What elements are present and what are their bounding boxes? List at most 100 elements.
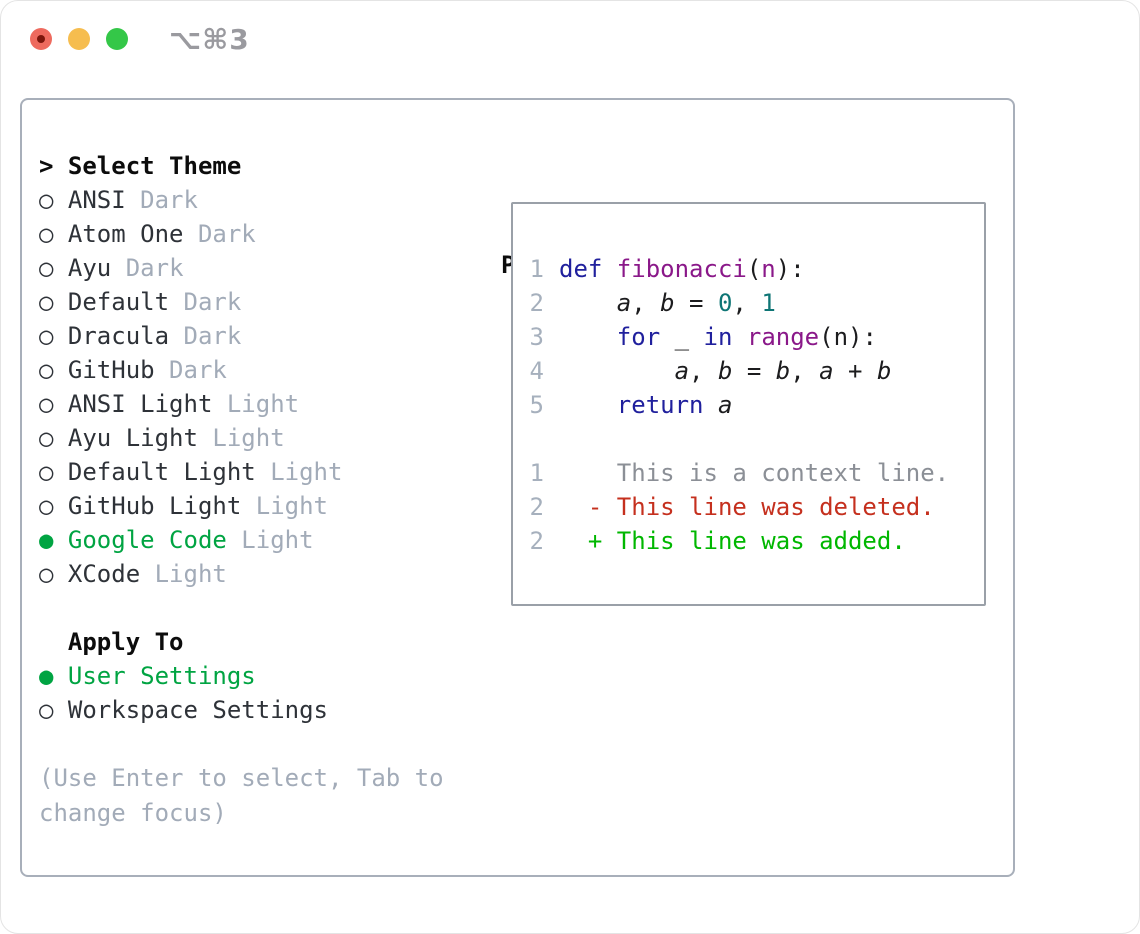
code-token: a (717, 391, 733, 419)
code-token: a (674, 357, 690, 385)
theme-option[interactable]: ○ Dracula Dark (39, 319, 459, 353)
code-token: b (717, 357, 733, 385)
radio-icon: ○ (39, 186, 68, 214)
diff-preview: 1 This is a context line.2 - This line w… (529, 456, 984, 558)
theme-variant: Light (212, 390, 300, 418)
code-token: n (761, 255, 776, 283)
apply-to-option[interactable]: ○ Workspace Settings (39, 693, 459, 727)
theme-option[interactable]: ○ Atom One Dark (39, 217, 459, 251)
select-theme-label: Select Theme (67, 152, 242, 180)
theme-variant: Light (140, 560, 227, 588)
code-token: ): (775, 255, 805, 283)
diff-text: - This line was deleted. (559, 493, 935, 521)
line-number: 5 (529, 391, 544, 419)
theme-option[interactable]: ○ ANSI Light Light (39, 387, 459, 421)
code-token: b (660, 289, 675, 317)
radio-selected-icon: ● (39, 662, 68, 690)
radio-selected-icon: ● (39, 526, 68, 554)
theme-variant: Dark (125, 186, 198, 214)
theme-name: ANSI (67, 186, 126, 214)
code-text: for _ in range(n): (559, 320, 877, 354)
theme-name: Google Code (67, 526, 227, 554)
theme-option[interactable]: ○ ANSI Dark (39, 183, 459, 217)
radio-icon: ○ (39, 424, 68, 452)
code-token: range (746, 323, 820, 351)
code-token: (n): (819, 323, 877, 351)
theme-name: Default Light (67, 458, 256, 486)
theme-option[interactable]: ○ GitHub Light Light (39, 489, 459, 523)
theme-option[interactable]: ● Google Code Light (39, 523, 459, 557)
code-token: b (876, 357, 892, 385)
line-number: 1 (529, 255, 544, 283)
minimize-button[interactable] (68, 28, 90, 50)
theme-option[interactable]: ○ XCode Light (39, 557, 459, 591)
theme-option[interactable]: ○ GitHub Dark (39, 353, 459, 387)
spacer (39, 727, 459, 761)
code-token (704, 391, 718, 419)
code-token: for (616, 323, 661, 351)
code-token: a (616, 289, 632, 317)
theme-name: Ayu Light (67, 424, 198, 452)
theme-option[interactable]: ○ Default Light Light (39, 455, 459, 489)
code-token (559, 357, 675, 385)
spacer (39, 591, 459, 625)
theme-option[interactable]: ○ Ayu Dark (39, 251, 459, 285)
apply-to-option-label: User Settings (67, 662, 256, 690)
line-number: 3 (529, 323, 544, 351)
code-text: a, b = 0, 1 (559, 286, 776, 320)
apply-to-label: Apply To (67, 628, 184, 656)
code-token: 0 (717, 289, 733, 317)
theme-picker-panel: > Select Theme ○ ANSI Dark○ Atom One Dar… (20, 98, 1015, 877)
line-number: 4 (529, 357, 544, 385)
close-button[interactable] (30, 28, 52, 50)
theme-variant: Dark (169, 288, 242, 316)
theme-name: Dracula (67, 322, 170, 350)
theme-name: Default (67, 288, 170, 316)
theme-variant: Light (197, 424, 285, 452)
apply-to-header: Apply To (39, 625, 459, 659)
radio-icon: ○ (39, 492, 68, 520)
spacer (529, 422, 984, 456)
theme-variant: Dark (169, 322, 242, 350)
line-number: 1 (529, 459, 544, 487)
theme-variant: Dark (111, 254, 184, 282)
code-token: , (631, 289, 661, 317)
code-token: b (775, 357, 791, 385)
code-token (559, 391, 617, 419)
apply-to-option[interactable]: ● User Settings (39, 659, 459, 693)
code-token: + (833, 357, 877, 385)
theme-list: ○ ANSI Dark○ Atom One Dark○ Ayu Dark○ De… (39, 183, 459, 591)
code-text: return a (559, 388, 733, 422)
theme-list-column: > Select Theme ○ ANSI Dark○ Atom One Dar… (39, 149, 459, 831)
diff-line-context: 1 This is a context line. (529, 456, 984, 490)
code-token (559, 289, 617, 317)
code-token: , (689, 357, 718, 385)
code-token: in (703, 323, 733, 351)
line-number: 2 (529, 493, 544, 521)
code-line: 2 a, b = 0, 1 (529, 286, 984, 320)
radio-icon: ○ (39, 696, 68, 724)
code-token (732, 323, 746, 351)
diff-text: This is a context line. (559, 459, 950, 487)
theme-option[interactable]: ○ Default Dark (39, 285, 459, 319)
radio-icon: ○ (39, 288, 68, 316)
code-line: 4 a, b = b, a + b (529, 354, 984, 388)
code-line: 3 for _ in range(n): (529, 320, 984, 354)
code-text: def fibonacci(n): (559, 252, 805, 286)
theme-option[interactable]: ○ Ayu Light Light (39, 421, 459, 455)
radio-icon: ○ (39, 254, 68, 282)
code-token: _ (660, 323, 704, 351)
theme-variant: Dark (154, 356, 227, 384)
diff-line-deleted: 2 - This line was deleted. (529, 490, 984, 524)
code-token (559, 323, 617, 351)
code-token: = (674, 289, 718, 317)
theme-name: GitHub (67, 356, 155, 384)
code-token: def (559, 255, 617, 283)
zoom-button[interactable] (106, 28, 128, 50)
code-token: return (616, 391, 704, 419)
code-line: 1 def fibonacci(n): (529, 252, 984, 286)
radio-icon: ○ (39, 458, 68, 486)
